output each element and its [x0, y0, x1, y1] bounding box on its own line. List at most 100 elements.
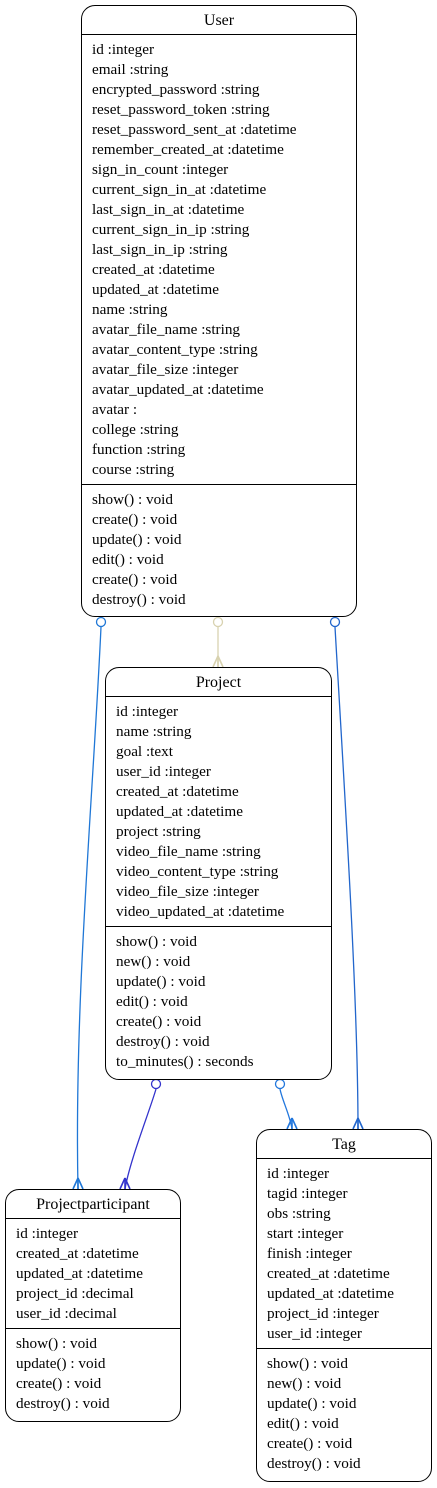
method-row: edit() : void	[116, 993, 188, 1010]
class-tag[interactable]: Tag id :integer tagid :integer obs :string…	[256, 1129, 432, 1482]
edge-user-project-many-marker	[212, 655, 224, 668]
methods-section: show() : void new() : void update() : void…	[257, 1348, 431, 1478]
methods-section: show() : void create() : void update() : v…	[82, 484, 356, 614]
attributes-section: id :integer tagid :integer obs :string star…	[257, 1159, 431, 1348]
attribute-row: current_sign_in_ip :string	[92, 221, 250, 238]
method-row: update() : void	[267, 1395, 357, 1412]
attribute-row: id :integer	[116, 703, 178, 720]
attribute-row: user_id :integer	[116, 763, 211, 780]
attribute-row: updated_at :datetime	[267, 1285, 394, 1302]
class-title: User	[82, 6, 356, 35]
attribute-row: id :integer	[92, 41, 154, 58]
attribute-row: id :integer	[267, 1165, 329, 1182]
attribute-row: video_updated_at :datetime	[116, 903, 285, 920]
attributes-section: id :integer email :string encrypted_passwo…	[82, 35, 356, 484]
attribute-row: tagid :integer	[267, 1185, 348, 1202]
method-row: destroy() : void	[16, 1395, 110, 1412]
attribute-row: email :string	[92, 61, 169, 78]
attribute-row: last_sign_in_at :datetime	[92, 201, 245, 218]
class-title: Projectparticipant	[6, 1190, 180, 1219]
attribute-row: encrypted_password :string	[92, 81, 260, 98]
method-row: new() : void	[267, 1375, 342, 1392]
method-row: edit() : void	[92, 551, 164, 568]
method-row: to_minutes() : seconds	[116, 1053, 254, 1070]
attribute-row: current_sign_in_at :datetime	[92, 181, 267, 198]
attribute-row: video_file_size :integer	[116, 883, 259, 900]
method-row: create() : void	[116, 1013, 202, 1030]
edge-user-projectparticipant-zero-marker	[95, 616, 107, 628]
attribute-row: video_file_name :string	[116, 843, 261, 860]
method-row: create() : void	[92, 571, 178, 588]
attribute-row: avatar_file_name :string	[92, 321, 241, 338]
attribute-row: finish :integer	[267, 1245, 352, 1262]
attribute-row: updated_at :datetime	[116, 803, 243, 820]
class-title: Tag	[257, 1130, 431, 1159]
edge-user-tag-many-marker	[352, 1117, 364, 1130]
method-row: new() : void	[116, 953, 191, 970]
methods-section: show() : void new() : void update() : void…	[106, 926, 331, 1076]
attribute-row: updated_at :datetime	[92, 281, 219, 298]
edge-user-projectparticipant-many-marker	[72, 1177, 84, 1190]
attribute-row: obs :string	[267, 1205, 331, 1222]
attribute-row: last_sign_in_ip :string	[92, 241, 228, 258]
attribute-row: course :string	[92, 461, 175, 478]
method-row: update() : void	[116, 973, 206, 990]
method-row: destroy() : void	[92, 591, 186, 608]
attribute-row: project :string	[116, 823, 201, 840]
attribute-row: name :string	[92, 301, 168, 318]
edge-project-projectparticipant-many-marker	[119, 1177, 131, 1190]
edge-project-projectparticipant	[124, 1088, 157, 1190]
method-row: show() : void	[16, 1335, 97, 1352]
attribute-row: avatar :	[92, 401, 138, 418]
class-title: Project	[106, 668, 331, 697]
edge-user-projectparticipant	[76, 626, 102, 1190]
class-projectparticipant[interactable]: Projectparticipant id :integer created_at…	[5, 1189, 181, 1422]
attribute-row: college :string	[92, 421, 179, 438]
method-row: update() : void	[16, 1355, 106, 1372]
edge-user-project-zero-marker	[212, 616, 224, 628]
method-row: show() : void	[92, 491, 173, 508]
class-user[interactable]: User id :integer email :string encrypted_p…	[81, 5, 357, 617]
edge-project-tag-zero-marker	[274, 1078, 286, 1090]
attribute-row: project_id :integer	[267, 1305, 379, 1322]
edge-project-tag-many-marker	[286, 1117, 298, 1130]
attribute-row: updated_at :datetime	[16, 1265, 143, 1282]
attribute-row: goal :text	[116, 743, 173, 760]
attribute-row: created_at :datetime	[16, 1245, 139, 1262]
attribute-row: avatar_content_type :string	[92, 341, 258, 358]
attribute-row: start :integer	[267, 1225, 344, 1242]
attribute-row: created_at :datetime	[116, 783, 239, 800]
attribute-row: user_id :decimal	[16, 1305, 117, 1322]
method-row: create() : void	[16, 1375, 102, 1392]
method-row: destroy() : void	[116, 1033, 210, 1050]
attribute-row: function :string	[92, 441, 186, 458]
attribute-row: project_id :decimal	[16, 1285, 134, 1302]
attributes-section: id :integer name :string goal :text user_id…	[106, 697, 331, 926]
methods-section: show() : void update() : void create() : v…	[6, 1328, 180, 1418]
method-row: update() : void	[92, 531, 182, 548]
attribute-row: avatar_file_size :integer	[92, 361, 239, 378]
attribute-row: name :string	[116, 723, 192, 740]
attribute-row: created_at :datetime	[267, 1265, 390, 1282]
attribute-row: avatar_updated_at :datetime	[92, 381, 264, 398]
method-row: destroy() : void	[267, 1455, 361, 1472]
attribute-row: id :integer	[16, 1225, 78, 1242]
class-project[interactable]: Project id :integer name :string goal :tex…	[105, 667, 332, 1080]
method-row: show() : void	[116, 933, 197, 950]
method-row: create() : void	[92, 511, 178, 528]
method-row: create() : void	[267, 1435, 353, 1452]
attribute-row: reset_password_sent_at :datetime	[92, 121, 297, 138]
attribute-row: video_content_type :string	[116, 863, 279, 880]
edge-project-projectparticipant-zero-marker	[150, 1078, 162, 1090]
attribute-row: user_id :integer	[267, 1325, 362, 1342]
edge-user-tag	[334, 626, 359, 1130]
attribute-row: created_at :datetime	[92, 261, 215, 278]
method-row: edit() : void	[267, 1415, 339, 1432]
attribute-row: reset_password_token :string	[92, 101, 270, 118]
attributes-section: id :integer created_at :datetime updated_a…	[6, 1219, 180, 1328]
attribute-row: sign_in_count :integer	[92, 161, 229, 178]
edge-user-tag-zero-marker	[329, 616, 341, 628]
attribute-row: remember_created_at :datetime	[92, 141, 284, 158]
method-row: show() : void	[267, 1355, 348, 1372]
